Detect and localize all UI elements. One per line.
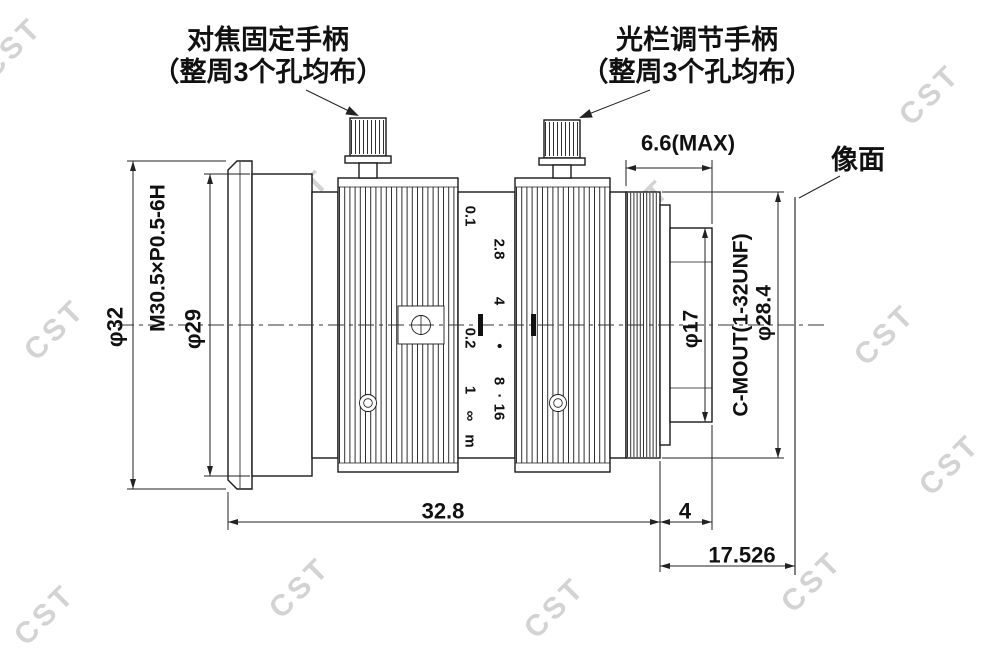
watermark-text: CST <box>18 293 92 367</box>
dim-arrow <box>130 479 136 489</box>
knob-neck <box>358 162 378 179</box>
leader-line <box>798 175 841 199</box>
image-plane-group: 像面 <box>794 145 885 575</box>
focus-handle-label-line1: 对焦固定手柄 <box>187 24 349 55</box>
watermark-text: CST <box>263 551 337 625</box>
watermark-text: CST <box>848 298 922 372</box>
focus-scale-infinity: ∞ <box>462 411 479 422</box>
leader-line <box>580 89 651 118</box>
knob-washer <box>344 155 392 164</box>
dim-flange-focal: 17.526 <box>708 543 775 568</box>
image-plane-label: 像面 <box>831 145 885 175</box>
dimension-annotations: φ32 M30.5×P0.5-6H φ29 6.6(MAX) φ17 C-MOU… <box>103 131 795 572</box>
dim-arrow <box>626 165 636 171</box>
dim-arrow <box>660 563 670 569</box>
set-screw-hole <box>359 394 377 412</box>
iris-handle-label-line2: （整周3个孔均布） <box>581 57 812 87</box>
leader-arrowhead <box>345 106 359 116</box>
dim-arrow <box>702 519 712 525</box>
focus-scale-value: 1 <box>462 386 479 394</box>
knob-neck <box>552 164 572 179</box>
set-screw-hole-inner <box>553 398 563 408</box>
aperture-scale-value: 2.8 <box>491 239 508 260</box>
dim-front-length: 4 <box>679 499 692 524</box>
rear-thread-callout: M30.5×P0.5-6H <box>147 184 170 332</box>
index-mark <box>478 314 483 336</box>
dim-arrow <box>207 466 213 476</box>
aperture-scale-value: 16 <box>491 404 508 421</box>
focus-scale-value: 0.1 <box>462 206 479 227</box>
dim-phi17: φ17 <box>680 310 703 348</box>
dim-arrow <box>775 192 781 202</box>
dim-arrow <box>775 448 781 458</box>
dim-arrow <box>702 228 708 238</box>
focus-handle-label-line2: （整周3个孔均布） <box>152 57 383 87</box>
iris-handle-label-line1: 光栏调节手柄 <box>615 25 778 55</box>
focus-lock-knob <box>344 117 392 179</box>
watermark-text: CST <box>775 545 849 619</box>
dim-arrow <box>660 519 670 525</box>
dim-phi32: φ32 <box>103 307 128 347</box>
iris-handle-callout: 光栏调节手柄 （整周3个孔均布） <box>579 25 813 118</box>
dim-phi29: φ29 <box>181 309 206 349</box>
dim-arrow <box>702 412 708 422</box>
aperture-scale-value: 8 <box>491 377 508 385</box>
dim-arrow <box>785 563 795 569</box>
dim-arrow <box>228 519 238 525</box>
index-mark <box>531 314 536 336</box>
dim-arrow <box>650 519 660 525</box>
dim-arrow <box>130 161 136 171</box>
aperture-scale-dot: · <box>491 394 508 399</box>
watermark-text: CST <box>893 58 967 132</box>
focus-scale-value: 0.2 <box>462 328 479 349</box>
dim-body-length: 32.8 <box>422 499 465 524</box>
watermark-text: CST <box>913 428 987 502</box>
iris-knob <box>538 119 586 179</box>
cmount-callout: C-MOUT(1-32UNF) <box>730 233 753 416</box>
focus-scale-unit: m <box>462 434 479 447</box>
set-screw-hole <box>549 394 567 412</box>
leader-arrowhead <box>579 109 593 118</box>
aperture-scale-value: 4 <box>491 297 508 306</box>
dim-thread-max: 6.6(MAX) <box>641 131 735 156</box>
dim-phi28-4: φ28.4 <box>753 285 776 341</box>
aperture-scale-dot: • <box>491 343 508 348</box>
watermark-text: CST <box>0 11 49 85</box>
watermark-text: CST <box>518 571 592 645</box>
dim-arrow <box>207 174 213 184</box>
watermark-text: CST <box>8 578 82 652</box>
dim-arrow <box>702 165 712 171</box>
set-screw-hole-inner <box>363 398 373 408</box>
focus-handle-callout: 对焦固定手柄 （整周3个孔均布） <box>152 24 384 116</box>
scale-engravings: 0.1 0.2 1 ∞ m 2.8 4 • 8 · 16 <box>462 206 536 448</box>
knob-washer <box>538 157 586 166</box>
